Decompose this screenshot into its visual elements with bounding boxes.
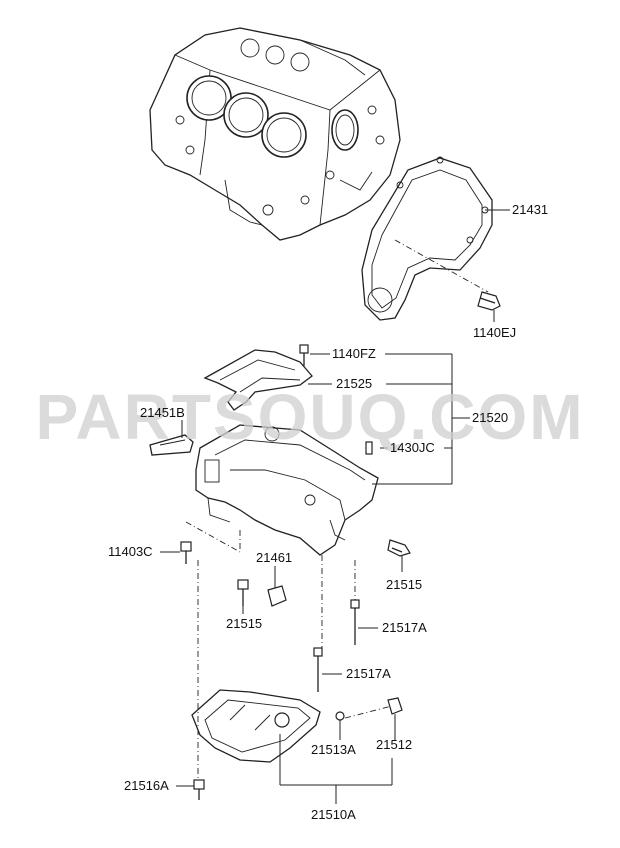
pin-1430jc xyxy=(365,441,373,455)
label-21461[interactable]: 21461 xyxy=(256,550,293,565)
gasket-21513a xyxy=(335,711,345,721)
label-21513a[interactable]: 21513A xyxy=(311,742,356,757)
label-21451b[interactable]: 21451B xyxy=(140,405,185,420)
bolt-21515-right xyxy=(387,539,411,557)
bolt-21516a xyxy=(193,779,205,800)
baffle-plate-21525 xyxy=(203,349,313,411)
bolt-21515-left xyxy=(237,579,249,606)
label-21517a-lower[interactable]: 21517A xyxy=(346,666,391,681)
upper-oil-pan-21520 xyxy=(195,424,379,556)
bolt-11403c xyxy=(180,541,192,564)
label-1140fz[interactable]: 1140FZ xyxy=(332,346,376,361)
label-21515-right[interactable]: 21515 xyxy=(386,577,423,592)
label-21516a[interactable]: 21516A xyxy=(124,778,169,793)
long-bolt-21517a-upper xyxy=(350,599,360,645)
gasket-21431 xyxy=(361,156,493,321)
oil-strainer-21451b xyxy=(149,434,194,456)
label-1430jc[interactable]: 1430JC xyxy=(390,440,435,455)
bolt-1140fz xyxy=(299,344,309,366)
label-21517a-upper[interactable]: 21517A xyxy=(382,620,427,635)
label-11403c[interactable]: 11403C xyxy=(108,544,153,559)
watermark: PARTSOUQ.COM xyxy=(35,381,585,453)
engine-block xyxy=(149,27,401,241)
plug-21461 xyxy=(267,585,287,607)
long-bolt-21517a-lower xyxy=(313,647,323,692)
label-21520[interactable]: 21520 xyxy=(472,410,509,425)
label-1140ej[interactable]: 1140EJ xyxy=(473,325,517,340)
label-21515-left[interactable]: 21515 xyxy=(226,616,263,631)
bolt-1140ej xyxy=(477,291,501,311)
label-21525[interactable]: 21525 xyxy=(336,376,373,391)
lower-oil-pan-21510a xyxy=(191,689,321,763)
label-21431[interactable]: 21431 xyxy=(512,202,549,217)
label-21510a[interactable]: 21510A xyxy=(311,807,356,822)
label-21512[interactable]: 21512 xyxy=(376,737,413,752)
drain-plug-21512 xyxy=(387,697,403,715)
